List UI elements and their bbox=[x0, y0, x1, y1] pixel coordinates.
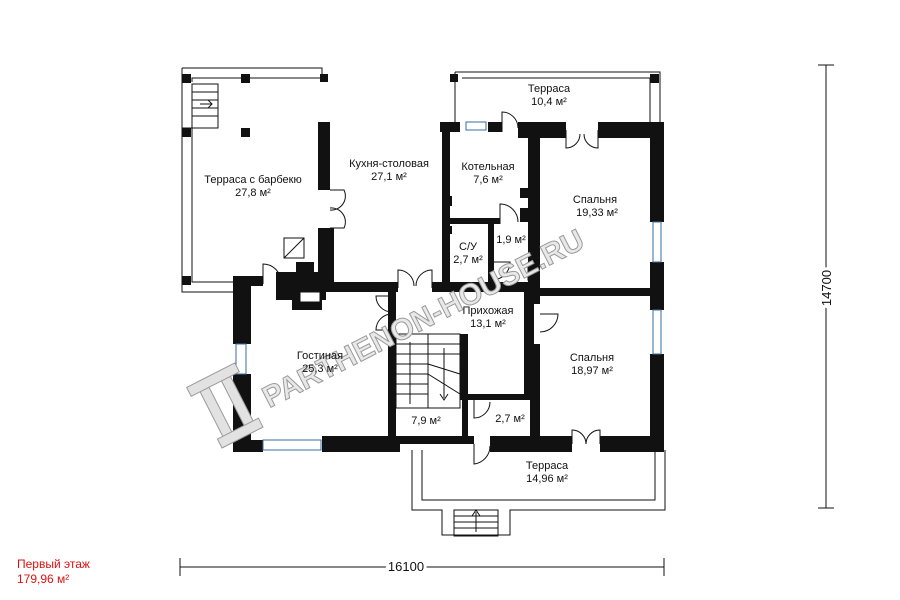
terrace-outlines bbox=[181, 67, 666, 536]
doors bbox=[262, 111, 601, 465]
bbq-terrace-stair bbox=[191, 83, 219, 129]
stove-icon bbox=[283, 237, 321, 303]
height-dimension-label: 14700 bbox=[819, 270, 834, 306]
room-area-bathroom: 2,7 м² bbox=[453, 254, 483, 266]
room-area-boiler: 7,6 м² bbox=[473, 174, 503, 186]
room-area-living: 25,3 м² bbox=[302, 363, 338, 375]
room-area-front-terrace: 14,96 м² bbox=[526, 473, 568, 485]
room-label-living: Гостиная bbox=[297, 350, 343, 362]
room-label-bathroom: С/У bbox=[459, 241, 478, 253]
main-staircase bbox=[395, 333, 461, 409]
room-label-top-terrace: Терраса bbox=[528, 83, 571, 95]
dimension-lines bbox=[179, 64, 834, 576]
room-area-bbq-terrace: 27,8 м² bbox=[235, 187, 271, 199]
floor-title: Первый этаж bbox=[17, 557, 90, 571]
room-area-kitchen: 27,1 м² bbox=[371, 171, 407, 183]
room-area-small-room: 2,7 м² bbox=[495, 413, 525, 425]
room-area-top-terrace: 10,4 м² bbox=[531, 96, 567, 108]
room-label-bedroom-2: Спальня bbox=[570, 352, 614, 364]
front-steps bbox=[453, 509, 499, 537]
room-label-boiler: Котельная bbox=[461, 161, 514, 173]
floor-caption: Первый этаж 179,96 м² bbox=[17, 557, 90, 587]
room-label-bbq-terrace: Терраса с барбекю bbox=[204, 174, 301, 186]
room-area-hall: 13,1 м² bbox=[470, 318, 506, 330]
room-label-kitchen: Кухня-столовая bbox=[349, 158, 429, 170]
room-labels: Терраса с барбекю 27,8 м² Кухня-столовая… bbox=[204, 83, 618, 485]
room-label-bedroom-1: Спальня bbox=[573, 194, 617, 206]
room-area-bedroom-1: 19,33 м² bbox=[576, 207, 618, 219]
room-area-closet: 1,9 м² bbox=[496, 234, 526, 246]
room-label-front-terrace: Терраса bbox=[526, 460, 569, 472]
room-area-bedroom-2: 18,97 м² bbox=[571, 365, 613, 377]
floor-area: 179,96 м² bbox=[17, 572, 70, 586]
room-area-under-stairs: 7,9 м² bbox=[411, 415, 441, 427]
walls bbox=[182, 74, 664, 452]
width-dimension-label: 16100 bbox=[388, 559, 424, 574]
room-label-hall: Прихожая bbox=[463, 305, 514, 317]
windows bbox=[235, 121, 662, 451]
